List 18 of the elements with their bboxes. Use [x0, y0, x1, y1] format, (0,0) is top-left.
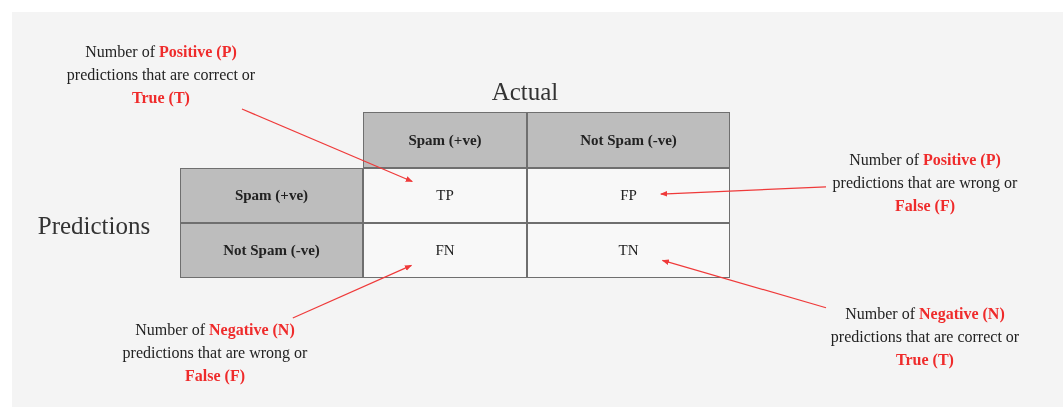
annotation-text: Number of Negative (N) predictions that are wrong or False (F)	[116, 318, 314, 387]
cell-value: FN	[411, 235, 479, 266]
axis-title: Predictions	[36, 211, 152, 242]
header-cell: Not Spam (-ve)	[180, 223, 363, 278]
header-cell: Spam (+ve)	[180, 168, 363, 223]
axis-title: Actual	[490, 77, 560, 108]
header-cell: Not Spam (-ve)	[527, 112, 730, 168]
leader-line	[661, 259, 827, 309]
header-cell: Spam (+ve)	[363, 112, 527, 168]
annotation-text: Number of Positive (P) predictions that are correct or True (T)	[62, 40, 260, 109]
leader-line	[241, 108, 413, 183]
cell-value: TP	[412, 180, 478, 211]
cell-value: TN	[594, 235, 663, 266]
cell-value: FP	[596, 180, 661, 211]
annotation-text: Number of Positive (P) predictions that are wrong or False (F)	[826, 148, 1024, 217]
leader-line	[292, 264, 413, 319]
leader-line	[660, 186, 827, 197]
annotation-text: Number of Negative (N) predictions that are correct or True (T)	[826, 302, 1024, 371]
